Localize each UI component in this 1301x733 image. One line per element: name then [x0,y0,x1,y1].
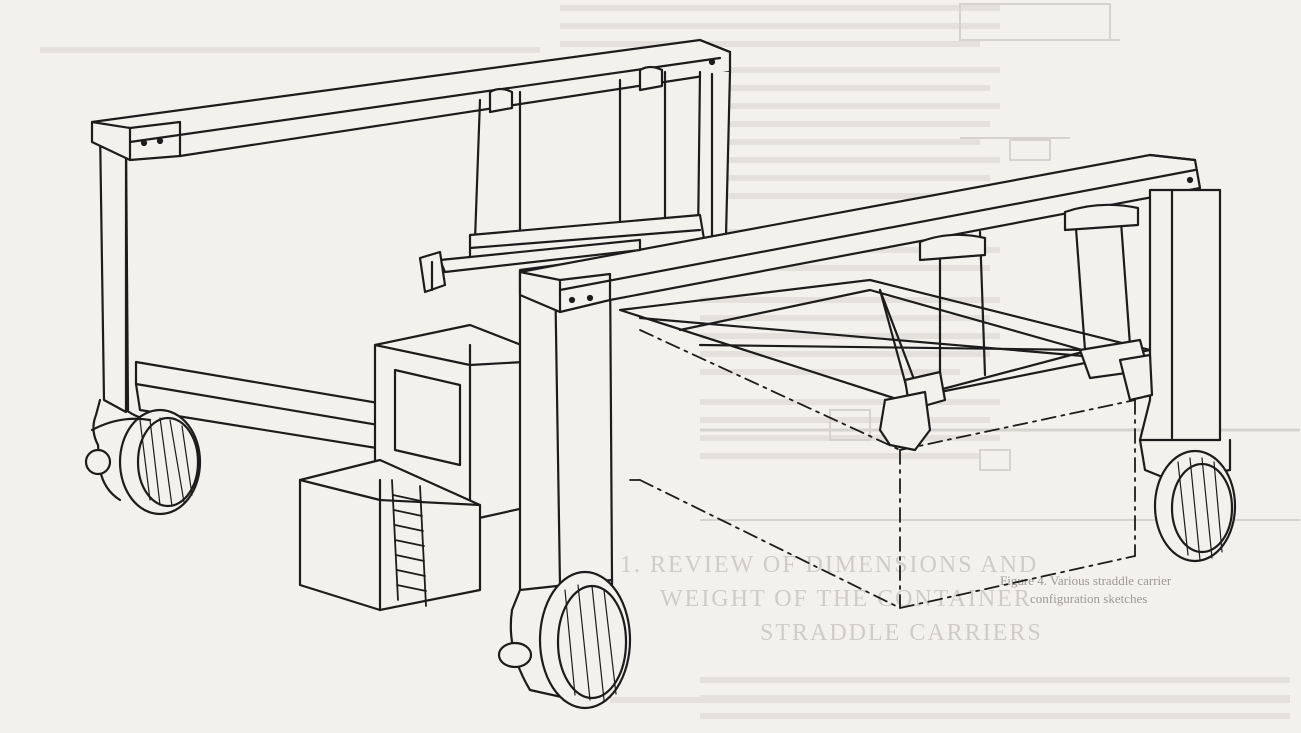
wheel-front-left [497,570,632,710]
spreader-frame [438,203,1154,452]
carrier-drawing [84,38,1237,710]
front-right-leg [1138,188,1232,482]
twist-locks [418,250,447,294]
ghost-heading-line-3: STRADDLE CARRIERS [760,620,1043,646]
rear-spreader [468,65,707,264]
container-outline-dashed [629,329,1136,609]
engine-cabin [298,323,562,612]
top-beam-front [518,153,1202,314]
rear-right-leg [696,70,732,242]
ghost-heading-line-1: 1. REVIEW OF DIMENSIONS AND [620,552,1039,578]
wheel-rear-left [84,408,202,516]
figure-caption-line-2: configuration sketches [1030,591,1148,606]
front-left-leg [509,256,614,702]
ghost-heading-line-2: WEIGHT OF THE CONTAINER [660,586,1032,612]
wheel-front-right [1153,449,1237,563]
top-beam-rear [90,38,732,162]
ladder [391,479,427,607]
